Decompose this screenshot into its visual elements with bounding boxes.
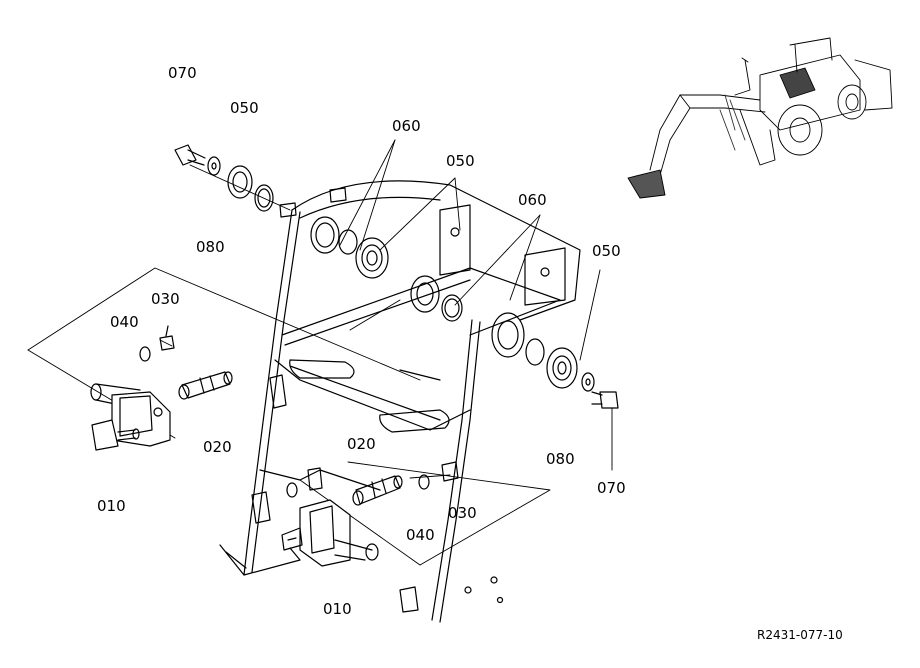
left-hitch-assembly: [91, 326, 232, 450]
backhoe-thumbnail: [628, 38, 892, 198]
callout-070-top: 070: [168, 64, 197, 82]
callout-050-top: 050: [230, 99, 259, 117]
callout-010-bottom: 010: [323, 600, 352, 618]
callout-080-left: 080: [196, 238, 225, 256]
callout-050-right: 050: [592, 242, 621, 260]
callout-040-left: 040: [110, 313, 139, 331]
lower-hitch-assembly: [282, 462, 458, 566]
callout-070-right: 070: [597, 479, 626, 497]
callout-030-mid: 030: [448, 504, 477, 522]
callout-050-mid: 050: [446, 152, 475, 170]
callout-040-mid: 040: [406, 526, 435, 544]
callout-060-a: 060: [392, 117, 421, 135]
callout-080-right: 080: [546, 450, 575, 468]
main-frame: [220, 181, 580, 622]
reference-code: R2431-077-10: [757, 628, 843, 642]
callout-020-left: 020: [203, 438, 232, 456]
upper-left-bearing-stack: [175, 145, 273, 211]
upper-middle-bearings: [311, 217, 462, 321]
callout-060-b: 060: [518, 191, 547, 209]
right-bearing-stack: [492, 313, 618, 408]
callout-010-left: 010: [97, 497, 126, 515]
assembly-guide-lines: [28, 140, 612, 565]
callout-030-left: 030: [151, 290, 180, 308]
callout-020-mid: 020: [347, 435, 376, 453]
